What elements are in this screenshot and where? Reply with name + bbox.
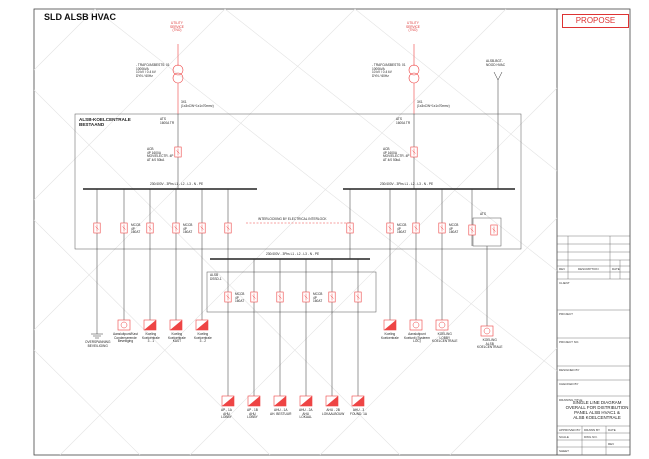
load-right-1 [383, 319, 397, 331]
acb-left-label: ACB 4P 1600A MOV/ELECTR. 4P AT 4/0 50kA [147, 147, 174, 162]
load-right-4 [480, 325, 494, 337]
load-bottom-6 [351, 395, 365, 407]
tb-drawing-title: SINGLE LINE DIAGRAM OVERALL FOR DISTRIBU… [565, 400, 629, 420]
interlock-label: INTERLOCKING BY ELECTRICAL INTERLOCK [258, 217, 327, 221]
watermark-pattern [33, 8, 558, 456]
tb-designed: DESIGNED BY [559, 368, 580, 372]
load-label-bottom-6: AHU - 3 FOUND. 1A [350, 408, 368, 416]
load-left-4 [169, 319, 183, 331]
main-panel-box [74, 113, 522, 250]
tb-date: DATE [608, 428, 616, 432]
acb-right-label: ACB 4P 1600A MOV/ELECTR. 4P AT 4/0 50kA [383, 147, 410, 162]
tb-project-no: PROJECT NO. [559, 340, 580, 344]
tb-desc-header: DESCRIPTION [578, 267, 599, 271]
load-bottom-3 [273, 395, 287, 407]
load-bottom-1 [221, 395, 235, 407]
utility-right-label: UTILITY SERVICE (TNO) [406, 21, 420, 33]
sub-panel-box [206, 271, 377, 313]
load-label-right-2: Aansluitpunt Koelunit (Systeem LOC) [404, 332, 430, 344]
right-feeders [349, 189, 488, 326]
load-label-bottom-3: AHU - 1A AH. BESTUUR [270, 408, 292, 416]
tb-scale: SCALE [559, 435, 569, 439]
bus-sub-label: 230/400V - 3Phs L1 - L2 - L3 - N - PE [266, 252, 320, 256]
tb-rev-header: REV [559, 267, 566, 271]
ats-label: ATS [480, 212, 486, 216]
tb-approved: APPROVED BY [559, 428, 581, 432]
sub-feeders [227, 259, 359, 396]
load-label-left-2: Aansluitpunt/Kast Condenserende Beveilig… [113, 332, 138, 344]
tb-project: PROJECT [559, 312, 574, 316]
load-label-bottom-1: AP - 1A AHU LOBBY [221, 408, 232, 420]
utility-left [172, 44, 184, 114]
load-label-left-3: Koeling Koelcentrale 3 - 1 [142, 332, 160, 344]
load-label-bottom-5: AHU - 2B LOKAALBOUW [322, 408, 345, 416]
backup-supply [493, 71, 503, 189]
load-bottom-2 [247, 395, 261, 407]
load-label-right-3: KOELING LOBBY KOELCENTRALE [432, 332, 458, 344]
tb-client: CLIENT [559, 281, 570, 285]
feeder-tag: MCCB 4P 160AT [397, 223, 407, 235]
cable-left-label: 3X1 (1x3xCW+1x1x70mm²) [181, 100, 214, 108]
feeder-tag: MCCB 4P 160AT [313, 292, 323, 304]
feeder-tag: MCCB 4P 160AT [235, 292, 245, 304]
cable-right-label: 3X1 (1x3xCW+1x1x70mm²) [417, 100, 450, 108]
tb-rev: REV [608, 442, 615, 446]
propose-stamp: PROPOSE [562, 14, 629, 28]
tb-dwgno: DWG NO. [584, 435, 598, 439]
bus-left-label: 230/400V - 3Phs L1 - L2 - L3 - N - PE [150, 182, 204, 186]
feeder-tag: MCCB 4P 160AT [449, 223, 459, 235]
trafo-left-label: - TRAFO/ASBESTS: 01 1000kVA 10 kV / 0.4 … [136, 63, 170, 78]
tb-checked: CHECKED BY [559, 382, 579, 386]
utility-left-label: UTILITY SERVICE (TNO) [170, 21, 184, 33]
bus-right-label: 230/400V - 3Phs L1 - L2 - L3 - N - PE [380, 182, 434, 186]
tb-date-header: DATE [612, 267, 620, 271]
load-label-right-4: KOELING ALSB KOELCENTRALE [477, 338, 503, 350]
load-label-left-4: Koeling Koelcentrale KAST [168, 332, 186, 344]
feeder-tag: MCCB 4P 160AT [131, 223, 141, 235]
load-label-bottom-2: AP - 1B AHU LOBBY [247, 408, 258, 420]
ground-symbol [91, 333, 103, 339]
load-label-bottom-4: AHU - 2A AHU LOKAAL [299, 408, 313, 420]
trafo-right-label: - TRAFO/ASBESTS: 01 1000kVA 10 kV / 0.4 … [372, 63, 406, 78]
backup-label: ALSB-BGT- NOOD HVAC [486, 59, 506, 67]
load-left-3 [143, 319, 157, 331]
main-panel-label: ALSB-KOELCENTRALE BESTAAND [79, 117, 131, 127]
incomer-left-label: ATS 1600A TR [160, 117, 175, 125]
load-condenser [117, 319, 131, 331]
tb-sheet: SHEET [559, 449, 570, 453]
feeder-tag: MCCB 4P 160AT [183, 223, 193, 235]
load-label-right-1: Koeling Koelcentrale [381, 332, 399, 340]
drawing-frame [33, 8, 631, 456]
load-label-left-1: OVERSPANNING BEVEILIGING [85, 340, 111, 348]
load-left-5 [195, 319, 209, 331]
load-right-3 [435, 319, 449, 331]
utility-right [408, 44, 420, 114]
load-right-2 [409, 319, 423, 331]
drawing-title: SLD ALSB HVAC [44, 12, 116, 22]
incomer-right-label: ATS 1600A TR [396, 117, 411, 125]
title-block-grid [557, 235, 630, 455]
load-bottom-4 [299, 395, 313, 407]
tb-drawn: DRAWN BY [584, 428, 601, 432]
load-label-left-5: Koeling Koelcentrale 3 - 2 [194, 332, 212, 344]
tb-title-label: DRAWING TITLE [559, 398, 583, 402]
load-bottom-5 [325, 395, 339, 407]
sub-panel-label: ALSB DSSD-1 [210, 273, 222, 281]
